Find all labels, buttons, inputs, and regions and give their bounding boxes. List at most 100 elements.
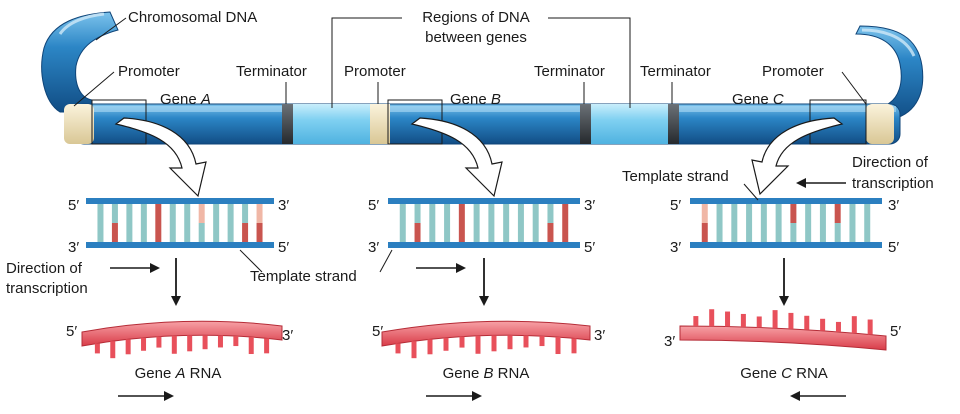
ladder-a-bottom-3: 3′ [68,239,79,256]
template-strand-backbone [690,242,882,248]
promoter-band-c [866,104,894,144]
terminator-label-a: Terminator [236,63,307,80]
coding-strand-backbone [690,198,882,204]
base-pair-top [227,204,234,223]
base-pair-bottom [716,223,723,242]
dna-ladder-c [690,198,882,248]
base-pair-bottom [126,223,133,242]
base-pair-bottom [701,223,708,242]
rna-base [772,310,778,329]
base-pair-top [169,204,176,223]
base-pair-top [429,204,436,223]
base-pair-bottom [227,223,234,242]
base-pair-top [488,204,495,223]
rna-base [491,335,497,352]
regions-between-genes-label-line1: Regions of DNA [422,9,530,26]
ladder-b-top-5: 5′ [368,197,379,214]
ladder-b-top-3: 3′ [584,197,595,214]
base-pair-top [864,204,871,223]
base-pair-top [746,204,753,223]
coding-strand-backbone [86,198,274,204]
template-strand-label-ab: Template strand [250,268,357,285]
gene-a-rna [81,320,283,359]
direction-label-left-line2: transcription [6,280,88,297]
base-pair-bottom [444,223,451,242]
base-pair-bottom [819,223,826,242]
rna-base [248,337,254,355]
rna-base [395,343,401,354]
base-pair-top [562,204,569,223]
rna-base [156,336,162,348]
base-pair-bottom [399,223,406,242]
base-pair-bottom [790,223,797,242]
rna-base [141,337,147,351]
base-pair-top [111,204,118,223]
ladder-c-bottom-5: 5′ [888,239,899,256]
base-pair-bottom [458,223,465,242]
rna-b-3: 3′ [594,327,605,344]
ladder-b-bottom-3: 3′ [368,239,379,256]
base-pair-bottom [849,223,856,242]
gene-a-label: Gene A [160,91,211,108]
rna-base [427,339,433,355]
ladder-a-top-5: 5′ [68,197,79,214]
rna-base [233,336,239,347]
regions-between-genes-label-line2: between genes [425,29,527,46]
base-pair-top [140,204,147,223]
base-pair-bottom [414,223,421,242]
terminator-band-a [282,104,293,144]
base-pair-top [547,204,554,223]
zoom-arrow-c [751,117,844,196]
gene-a-rna-label: Gene A RNA [135,365,222,382]
base-pair-bottom [775,223,782,242]
rna-b-5: 5′ [372,323,383,340]
base-pair-top [399,204,406,223]
ladder-b-bottom-5: 5′ [584,239,595,256]
promoter-band-b [370,104,390,144]
rna-base [740,313,746,327]
rna-base [693,316,699,327]
gene-c-label: Gene C [732,91,784,108]
rna-a-3: 3′ [282,327,293,344]
rna-a-5: 5′ [66,323,77,340]
rna-base [264,338,270,354]
rna-base [187,335,193,352]
dna-ladder-a [86,198,274,248]
rna-base [443,337,449,351]
rna-base [217,335,223,348]
base-pair-top [213,204,220,223]
rna-backbone [81,320,283,347]
rna-c-3: 3′ [664,333,675,350]
base-pair-bottom [864,223,871,242]
ladder-c-top-3: 3′ [888,197,899,214]
ladder-a-top-3: 3′ [278,197,289,214]
rna-base [788,312,794,329]
terminator-band-b [580,104,591,144]
base-pair-bottom [517,223,524,242]
base-pair-bottom [256,223,263,242]
terminator-label-c: Terminator [640,63,711,80]
ladder-c-top-5: 5′ [670,197,681,214]
base-pair-bottom [805,223,812,242]
rna-base [202,335,208,350]
base-pair-top [775,204,782,223]
rna-base [709,309,715,327]
base-pair-top [716,204,723,223]
rna-base [555,337,561,355]
template-strand-label-c: Template strand [622,168,729,185]
base-pair-bottom [488,223,495,242]
rna-base [804,315,810,330]
base-pair-top [242,204,249,223]
base-pair-top [503,204,510,223]
base-pair-bottom [242,223,249,242]
terminator-band-c [668,104,679,144]
base-pair-top [198,204,205,223]
rna-base [539,336,545,347]
base-pair-top [849,204,856,223]
promoter-label-a: Promoter [118,63,180,80]
rna-base [835,321,841,332]
base-pair-top [414,204,421,223]
gene-c-rna [679,309,887,351]
rna-base [475,335,481,354]
